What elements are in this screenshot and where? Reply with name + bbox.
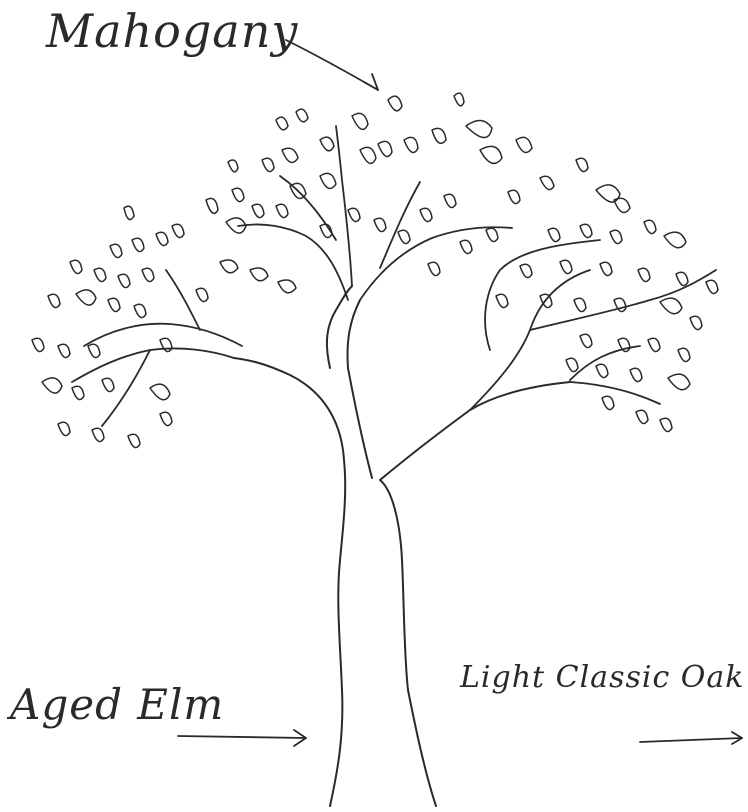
tree-branches (72, 126, 716, 426)
tree-trunk (234, 286, 570, 806)
tree-leaves (32, 93, 718, 447)
arrow-aged-elm (178, 736, 306, 738)
label-light-classic-oak: Light Classic Oak (460, 660, 744, 695)
label-mahogany: Mahogany (46, 4, 298, 58)
arrows (178, 40, 742, 746)
label-aged-elm: Aged Elm (10, 680, 224, 729)
arrow-light-oak (640, 738, 742, 742)
